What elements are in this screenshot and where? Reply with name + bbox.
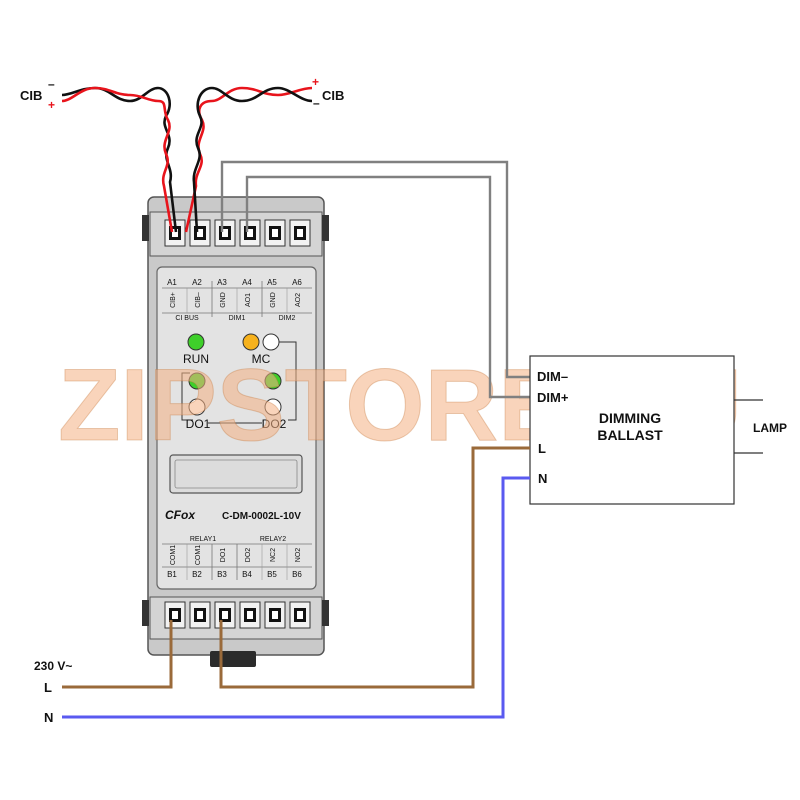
bottom-terminal-name-3: DO1	[220, 548, 227, 563]
top-terminal-name-2: CIB–	[195, 292, 202, 308]
dimming-ballast: DIM– DIM+ DIMMING BALLAST L N LAMP	[529, 355, 787, 505]
bottom-terminal-name-1: COM1	[170, 545, 177, 565]
ballast-box	[529, 355, 735, 505]
led-do2-label: DO2	[262, 417, 287, 431]
led-mc-amber	[242, 333, 260, 351]
cib-right-minus: –	[313, 96, 320, 110]
top-terminal-id-2: A2	[192, 278, 202, 287]
bottom-screw-terminals	[164, 601, 311, 629]
led-do2-white	[264, 398, 282, 416]
wire-ao1-to-dim-plus	[245, 175, 530, 399]
wire-n-supply-to-ballast-n	[62, 476, 530, 719]
group-label-dim2: DIM2	[279, 315, 296, 322]
bottom-terminal-screw-3	[214, 601, 236, 629]
cib-left-minus: –	[48, 77, 55, 91]
wire-l-supply-to-b1	[62, 620, 173, 689]
side-tab-right-bottom	[322, 600, 329, 626]
top-terminal-screw-6	[289, 219, 311, 247]
cib-right-black-wire	[192, 86, 313, 233]
bottom-terminal-screw-4	[239, 601, 261, 629]
bottom-terminal-id-5: B5	[267, 570, 277, 579]
bottom-terminal-name-6: NO2	[295, 548, 302, 563]
do2-bracket	[279, 341, 297, 421]
ballast-title-1: DIMMING	[599, 410, 661, 426]
cib-left-plus: +	[48, 98, 55, 112]
bottom-terminal-screw-1	[164, 601, 186, 629]
led-do2-green	[264, 372, 282, 390]
led-do1-white	[188, 398, 206, 416]
bottom-terminal-id-1: B1	[167, 570, 177, 579]
top-terminal-id-1: A1	[167, 278, 177, 287]
top-terminal-id-5: A5	[267, 278, 277, 287]
ballast-title-2: BALLAST	[597, 427, 663, 443]
top-terminal-screw-4	[239, 219, 261, 247]
ballast-dim-minus: DIM–	[537, 369, 568, 384]
cib-bus-wires	[61, 86, 313, 233]
top-terminal-id-6: A6	[292, 278, 302, 287]
top-terminal-name-6: AO2	[295, 293, 302, 307]
label-window	[169, 454, 303, 494]
top-terminal-screw-3	[214, 219, 236, 247]
din-clip	[210, 651, 256, 667]
brand-logo: CFox	[165, 508, 196, 522]
bottom-terminal-name-5: NC2	[270, 548, 277, 562]
bottom-terminal-id-4: B4	[242, 570, 252, 579]
bottom-terminal-screw-5	[264, 601, 286, 629]
side-tab-left-top	[142, 215, 149, 241]
bottom-terminal-name-2: COM1	[195, 545, 202, 565]
led-do1-label: DO1	[186, 417, 211, 431]
supply-voltage-label: 230 V~	[34, 659, 72, 673]
cib-right-plus: +	[312, 75, 319, 89]
side-tab-left-bottom	[142, 600, 149, 626]
bottom-terminal-name-4: DO2	[245, 548, 252, 563]
group-label-ci-bus: CI BUS	[175, 315, 199, 322]
bottom-terminal-id-6: B6	[292, 570, 302, 579]
led-run-label: RUN	[183, 352, 209, 366]
group-label-dim1: DIM1	[229, 315, 246, 322]
cib-left-label: CIB	[20, 88, 42, 103]
bottom-terminal-id-2: B2	[192, 570, 202, 579]
wire-gnd-to-dim-minus	[220, 160, 530, 379]
group-label-relay1: RELAY1	[190, 536, 216, 543]
ballast-l: L	[538, 441, 546, 456]
cib-left-red-wire	[61, 86, 174, 233]
bottom-terminal-screw-6	[289, 601, 311, 629]
led-mc-label: MC	[252, 352, 271, 366]
top-terminal-id-3: A3	[217, 278, 227, 287]
top-terminal-name-4: AO1	[245, 293, 252, 307]
ballast-dim-plus: DIM+	[537, 390, 569, 405]
cib-right-label: CIB	[322, 88, 344, 103]
do1-bracket	[181, 372, 193, 421]
supply-n-label: N	[44, 710, 53, 725]
supply-l-label: L	[44, 680, 52, 695]
bottom-terminal-id-3: B3	[217, 570, 227, 579]
group-label-relay2: RELAY2	[260, 536, 286, 543]
lamp-label: LAMP	[753, 421, 787, 435]
top-terminal-name-5: GND	[270, 292, 277, 308]
wire-b3-to-ballast-l	[219, 446, 530, 689]
top-terminal-name-1: CIB+	[170, 292, 177, 308]
top-terminal-screw-5	[264, 219, 286, 247]
ballast-n: N	[538, 471, 547, 486]
model-name: C-DM-0002L-10V	[222, 511, 301, 522]
top-terminal-name-3: GND	[220, 292, 227, 308]
led-run	[187, 333, 205, 351]
top-terminal-id-4: A4	[242, 278, 252, 287]
top-terminal-screw-2	[189, 219, 211, 247]
led-do1-green	[188, 372, 206, 390]
side-tab-right-top	[322, 215, 329, 241]
bottom-terminal-screw-2	[189, 601, 211, 629]
